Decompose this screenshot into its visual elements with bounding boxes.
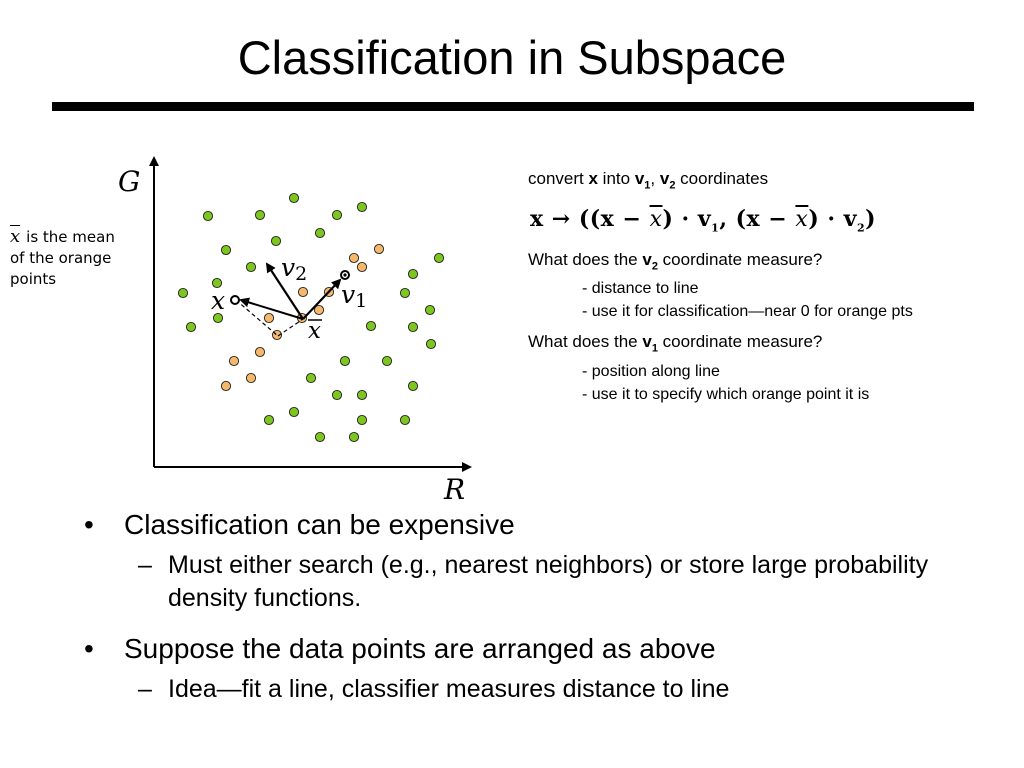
bullet-list: •Classification can be expensive –Must e… <box>84 507 984 706</box>
convert-line: convert x into v1, v2 coordinates <box>528 169 769 192</box>
sub-bullet-2: –Idea—fit a line, classifier measures di… <box>84 673 984 706</box>
green-point-30 <box>399 414 411 426</box>
orange-point-6 <box>313 304 325 316</box>
orange-point-3 <box>356 261 368 273</box>
green-point-5 <box>356 201 368 213</box>
x-offset-arrow <box>239 297 304 320</box>
green-point-13 <box>212 312 224 324</box>
projection-formula: x → ((x − x) · v1, (x − x) · v2) <box>530 206 877 235</box>
bullet-marker: • <box>84 633 94 664</box>
bullet-2: •Suppose the data points are arranged as… <box>84 631 984 667</box>
green-point-28 <box>288 406 300 418</box>
green-point-23 <box>305 372 317 384</box>
mean-note-symbol: x <box>10 226 21 247</box>
answer-v2-2: - use it for classification—near 0 for o… <box>582 303 913 321</box>
orange-point-13 <box>220 380 232 392</box>
projection-dashed-1 <box>235 299 279 337</box>
label-v2: v2 <box>281 253 307 285</box>
answer-v1-1: - position along line <box>582 362 720 380</box>
v2-arrow <box>265 262 304 320</box>
green-point-21 <box>339 355 351 367</box>
bullet-marker: • <box>84 509 94 540</box>
green-point-7 <box>270 235 282 247</box>
orange-point-10 <box>254 346 266 358</box>
green-point-3 <box>288 192 300 204</box>
v1-arrow <box>302 278 342 320</box>
green-point-12 <box>185 321 197 333</box>
orange-point-2 <box>373 243 385 255</box>
label-v1: v1 <box>341 280 367 312</box>
question-v1: What does the v1 coordinate measure? <box>528 332 823 355</box>
green-point-32 <box>348 431 360 443</box>
orange-point-11 <box>228 355 240 367</box>
sub-bullet-1: –Must either search (e.g., nearest neigh… <box>138 551 929 612</box>
dash-marker: – <box>138 675 152 703</box>
answer-v2-1: - distance to line <box>582 280 699 298</box>
green-point-22 <box>381 355 393 367</box>
green-point-4 <box>331 209 343 221</box>
answer-v1-2: - use it to specify which orange point i… <box>582 385 870 403</box>
green-point-27 <box>263 414 275 426</box>
green-point-29 <box>356 414 368 426</box>
green-point-2 <box>254 209 266 221</box>
green-point-10 <box>177 287 189 299</box>
orange-point-1 <box>348 252 360 264</box>
green-point-8 <box>314 227 326 239</box>
x-axis-label: R <box>443 473 465 506</box>
green-point-15 <box>407 268 419 280</box>
dash-marker: – <box>138 551 152 579</box>
green-point-14 <box>399 287 411 299</box>
green-point-24 <box>331 389 343 401</box>
green-point-20 <box>365 320 377 332</box>
y-axis-label: G <box>118 165 140 198</box>
mean-note-line-1: is the mean <box>26 228 115 246</box>
point-v1-tip-dot <box>343 273 347 277</box>
green-points <box>177 192 445 443</box>
question-v2: What does the v2 coordinate measure? <box>528 249 823 273</box>
mean-note: x is the mean of the orange points <box>10 226 115 290</box>
orange-point-8 <box>263 312 275 324</box>
label-xbar: x <box>308 318 321 344</box>
mean-note-line-2: of the orange <box>10 249 112 267</box>
green-point-17 <box>424 304 436 316</box>
green-point-18 <box>407 321 419 333</box>
green-point-11 <box>211 277 223 289</box>
title-rule <box>52 102 974 111</box>
green-point-9 <box>245 261 257 273</box>
point-x <box>230 295 240 305</box>
mean-note-line-3: points <box>10 270 57 288</box>
bullet-1: •Classification can be expensive <box>84 507 984 543</box>
green-point-6 <box>220 244 232 256</box>
green-point-19 <box>425 338 437 350</box>
green-point-1 <box>202 210 214 222</box>
green-point-26 <box>407 380 419 392</box>
projection-dashed-2 <box>277 318 304 337</box>
green-point-25 <box>356 389 368 401</box>
slide-title: Classification in Subspace <box>237 31 787 84</box>
label-x: x <box>211 286 225 315</box>
explanation-panel: convert x into v1, v2 coordinates x → ((… <box>528 168 1008 406</box>
orange-point-4 <box>297 286 309 298</box>
green-point-31 <box>314 431 326 443</box>
green-point-16 <box>433 252 445 264</box>
orange-point-12 <box>245 372 257 384</box>
subspace-diagram: G R v2 v1 x x <box>118 156 472 506</box>
